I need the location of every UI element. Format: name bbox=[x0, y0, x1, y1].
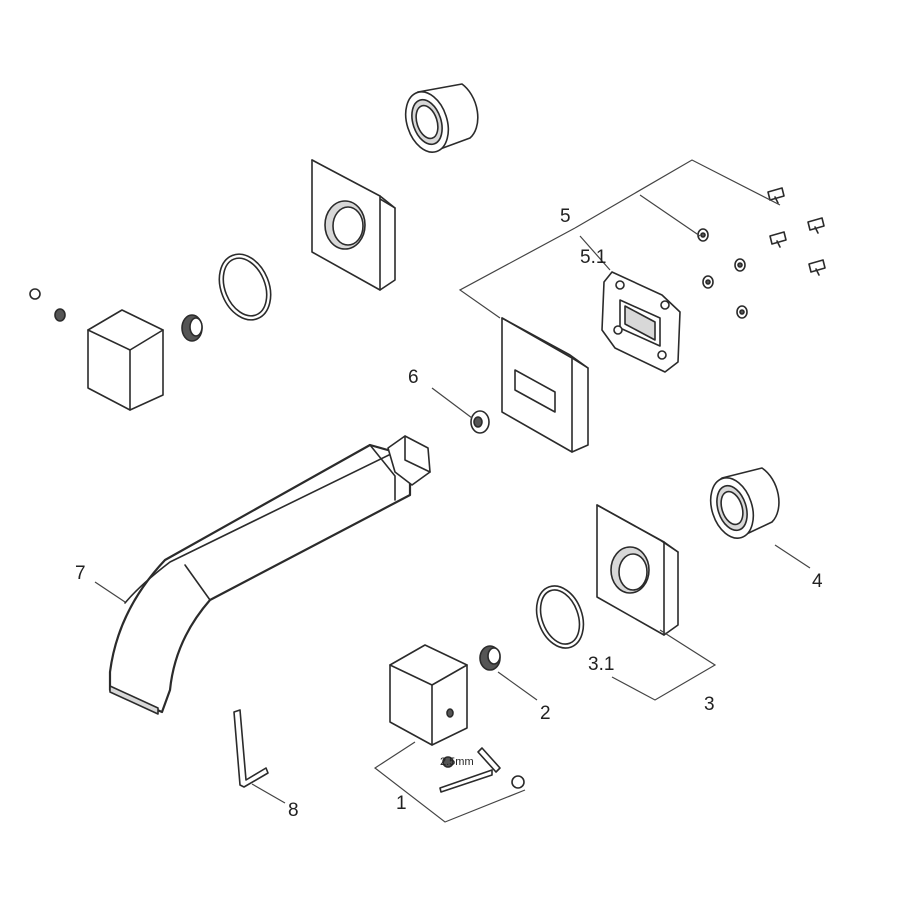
sleeve-ring-lower bbox=[709, 467, 780, 539]
square-rosette-lower bbox=[596, 504, 679, 636]
spline-adapter-lower bbox=[479, 645, 501, 671]
allen-key-small bbox=[439, 747, 501, 793]
spline-adapter-left bbox=[181, 314, 203, 342]
o-ring-lower bbox=[535, 585, 585, 649]
grub-screw-left bbox=[29, 288, 66, 322]
grub-screw-lower bbox=[442, 756, 525, 789]
callout-6: 6 bbox=[408, 367, 419, 388]
callout-5: 5 bbox=[560, 206, 571, 227]
allen-key-size-label: 2.5mm bbox=[440, 756, 474, 768]
callout-5-1: 5.1 bbox=[580, 247, 606, 268]
callout-1: 1 bbox=[396, 793, 407, 814]
sleeve-ring-upper bbox=[404, 83, 479, 153]
screws bbox=[767, 187, 826, 276]
washers bbox=[697, 228, 748, 319]
callout-3-1: 3.1 bbox=[588, 654, 614, 675]
callout-3: 3 bbox=[704, 694, 715, 715]
square-rosette-upper bbox=[311, 159, 396, 291]
mounting-frame bbox=[601, 271, 681, 373]
cube-handle-left bbox=[87, 309, 164, 411]
spout bbox=[108, 435, 431, 715]
leader-lines bbox=[94, 159, 811, 823]
allen-key-large bbox=[233, 709, 269, 788]
o-ring-upper bbox=[218, 253, 272, 321]
cover-plate bbox=[501, 317, 589, 453]
callout-8: 8 bbox=[288, 800, 299, 821]
callout-4: 4 bbox=[812, 571, 823, 592]
spacer-ring bbox=[470, 410, 490, 434]
callout-7: 7 bbox=[75, 563, 86, 584]
callout-2: 2 bbox=[540, 703, 551, 724]
cube-handle-lower bbox=[389, 644, 468, 746]
